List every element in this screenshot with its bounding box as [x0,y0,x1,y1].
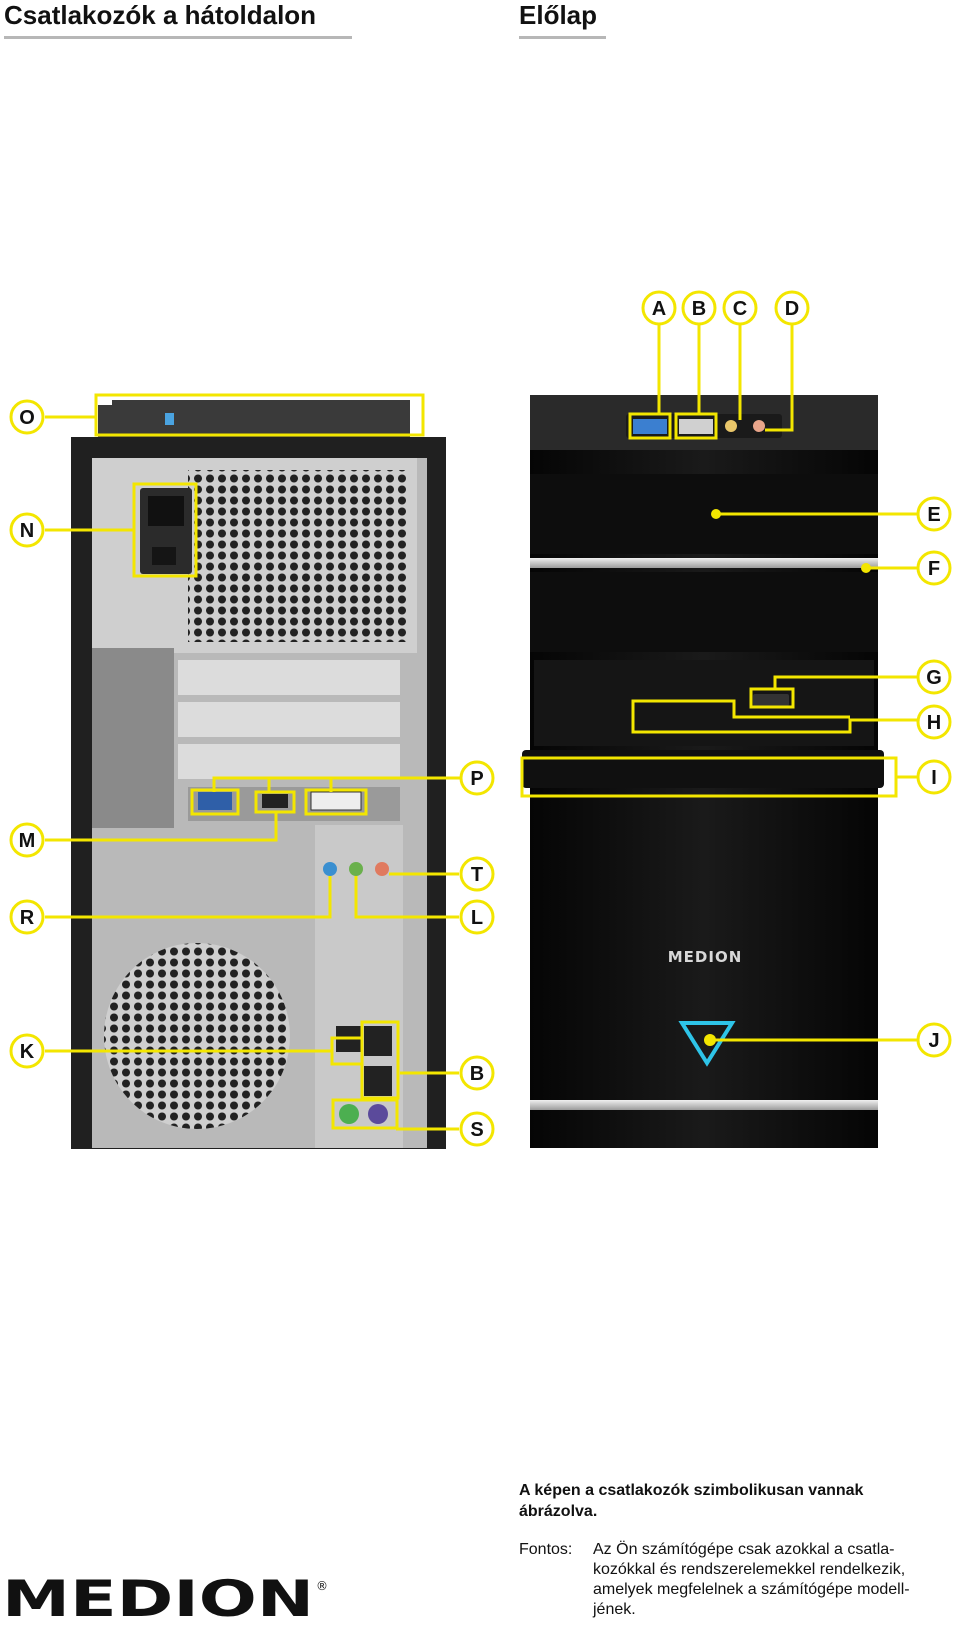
usb-ports-upper [364,1026,392,1056]
svg-text:J: J [928,1030,939,1052]
callout-badge-h: H [918,706,950,738]
microphone-jack [375,862,389,876]
medion-logo-graphic: MEDION ® [2,1572,332,1622]
symbolic-note: A képen a csatlakozók szimbolikusan vann… [519,1480,919,1522]
svg-text:N: N [20,520,34,542]
svg-text:L: L [471,907,483,929]
svg-text:T: T [471,864,483,886]
callout-badge-o: O [11,401,43,433]
callout-badge-t: T [461,858,493,890]
svg-text:K: K [20,1041,35,1063]
callout-badge-p: P [461,762,493,794]
case-brand-label: MEDION [668,948,743,966]
important-text: Az Ön számítógépe csak azokkal a csatla-… [593,1540,943,1620]
ps2-keyboard-port [368,1104,388,1124]
callout-badge-a: A [643,292,675,324]
svg-text:A: A [652,298,666,320]
svg-text:I: I [931,767,937,789]
callout-badge-b-front: B [683,292,715,324]
vga-port [198,792,232,810]
svg-text:D: D [785,298,799,320]
svg-text:B: B [692,298,706,320]
logo-wordmark: MEDION [2,1572,314,1622]
callout-badge-j: J [918,1024,950,1056]
callout-badge-s: S [461,1113,493,1145]
callout-badge-b-back: B [461,1057,493,1089]
svg-text:B: B [470,1063,484,1085]
svg-text:R: R [20,907,35,929]
callout-badge-f: F [918,552,950,584]
computer-connectors-diagram: M E D I O N [0,0,960,1200]
svg-text:O: O [19,407,35,429]
line-in-jack [323,862,337,876]
front-usb3-port [633,419,667,434]
svg-text:F: F [928,558,940,580]
callout-badge-n: N [11,514,43,546]
callout-badge-c: C [724,292,756,324]
dvi-port [311,792,361,810]
svg-text:S: S [470,1119,483,1141]
usb-ports-lower [364,1066,392,1096]
svg-text:C: C [733,298,747,320]
front-computer-illustration: MEDION [522,395,884,1148]
case-fan-grille [104,943,290,1129]
medion-logo: MEDION ® [2,1572,332,1627]
svg-text:P: P [470,768,483,790]
callout-badge-k: K [11,1035,43,1067]
callout-badge-i: I [918,761,950,793]
front-mic-jack [753,420,765,432]
card-reader-slot [753,694,789,706]
svg-text:H: H [927,712,941,734]
hdmi-port [262,794,288,808]
ps2-mouse-port [339,1104,359,1124]
line-out-jack [349,862,363,876]
psu-fan-grille [188,470,408,642]
callout-badge-d: D [776,292,808,324]
callout-badge-e: E [918,498,950,530]
front-usb-port [679,419,713,434]
callout-badge-g: G [918,661,950,693]
registered-mark: ® [316,1579,328,1593]
callout-badge-m: M [11,824,43,856]
front-headphone-jack [725,420,737,432]
svg-text:E: E [927,504,940,526]
svg-text:G: G [926,667,942,689]
callout-badge-r: R [11,901,43,933]
svg-text:M: M [19,830,36,852]
callout-badge-l: L [461,901,493,933]
important-label: Fontos: [519,1540,572,1560]
back-computer-illustration [71,400,446,1149]
